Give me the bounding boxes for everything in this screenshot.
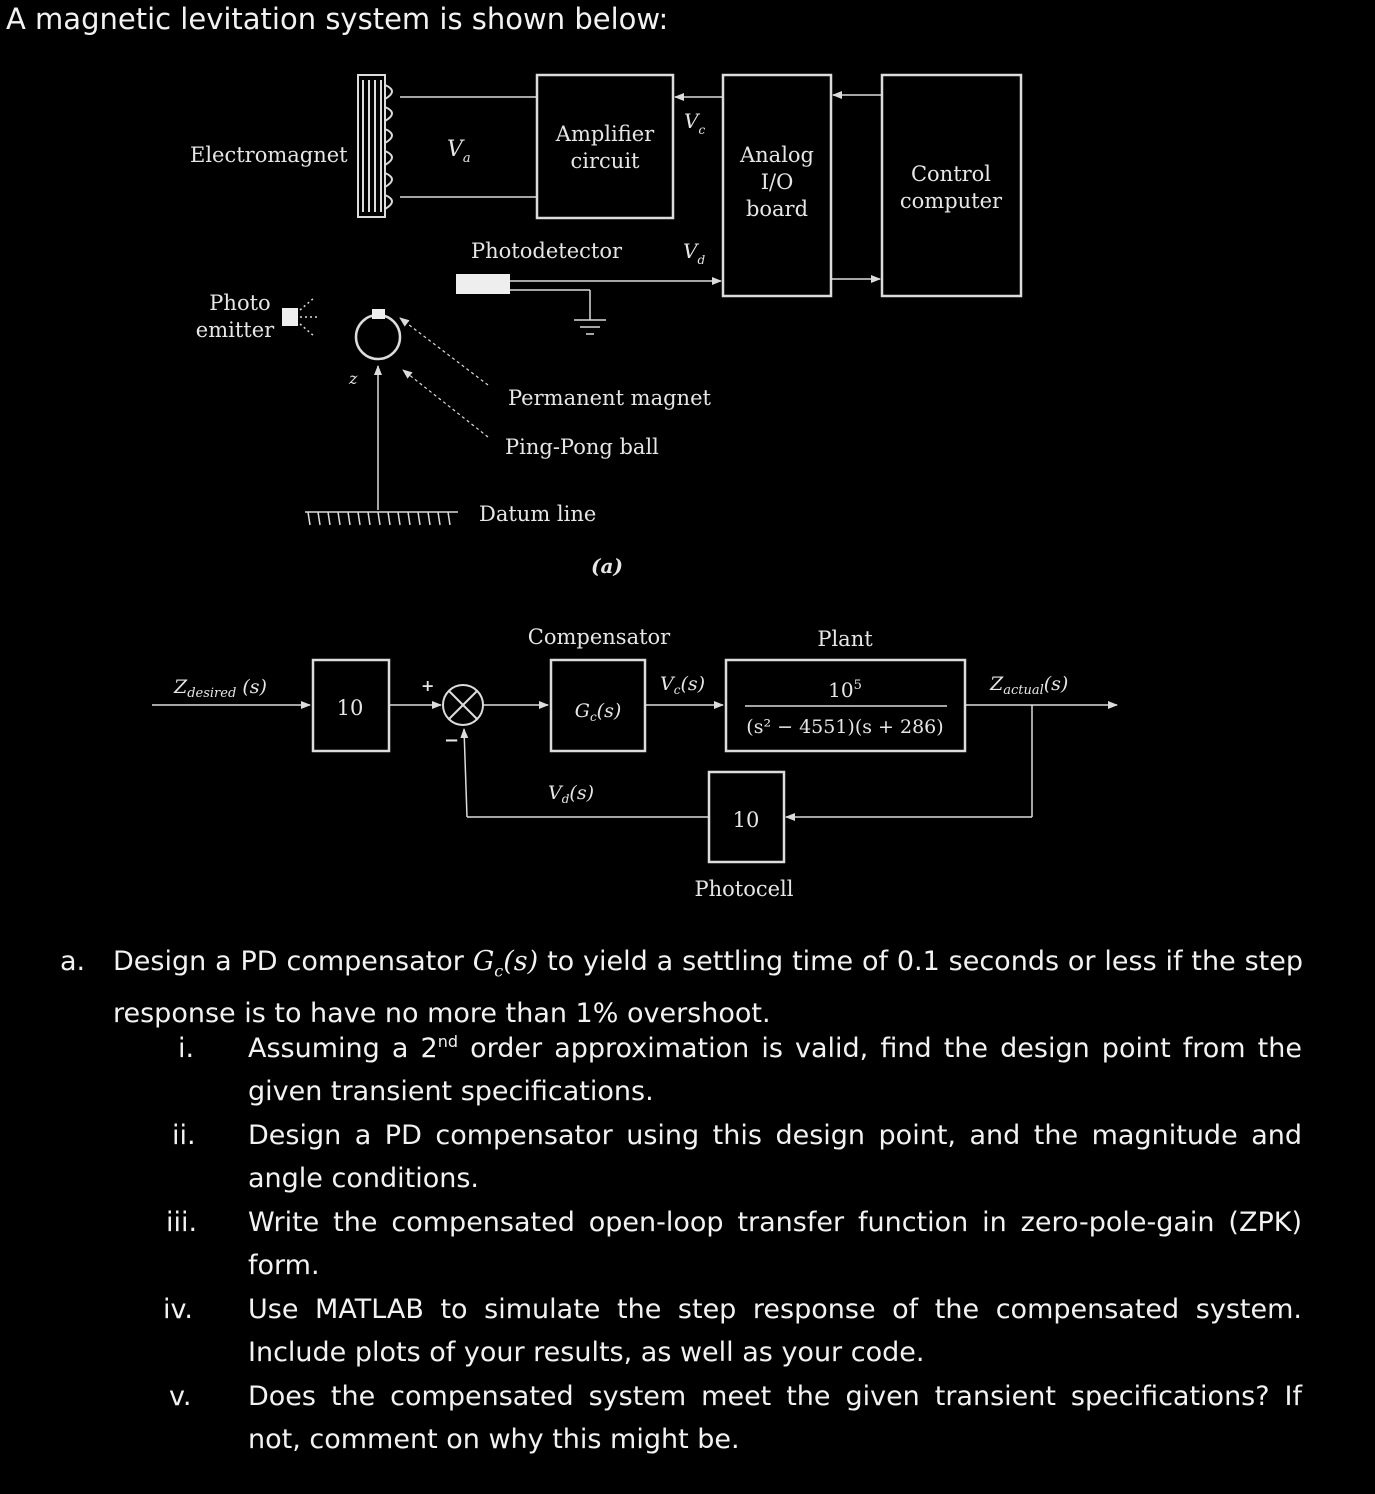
magnet-leader bbox=[399, 317, 489, 386]
item-i-text: Assuming a 2nd order approximation is va… bbox=[248, 1032, 1302, 1107]
ping-pong-label: Ping-Pong ball bbox=[505, 435, 659, 459]
question-a-text: Design a PD compensator Gc(s) to yield a… bbox=[113, 946, 1303, 1030]
item-ii-marker: ii. bbox=[172, 1120, 196, 1151]
ping-pong-ball bbox=[354, 309, 402, 361]
item-i-marker: i. bbox=[178, 1033, 195, 1064]
electromagnet-coil bbox=[357, 74, 393, 218]
analog-label-3: board bbox=[746, 197, 808, 221]
control-label-2: computer bbox=[900, 189, 1003, 213]
amplifier-block bbox=[535, 73, 675, 220]
electromagnet-label: Electromagnet bbox=[190, 143, 348, 167]
compensator-label: Gc(s) bbox=[575, 700, 622, 724]
input-label: Zdesired (s) bbox=[173, 676, 267, 701]
photodetector-label: Photodetector bbox=[471, 239, 623, 263]
photocell-gain: 10 bbox=[733, 808, 760, 832]
ground-symbol bbox=[510, 289, 606, 335]
analog-label-1: Analog bbox=[739, 143, 814, 167]
feedback-up-line bbox=[460, 728, 469, 818]
vc-signal-label: Vc(s) bbox=[660, 673, 705, 697]
question-a-marker: a. bbox=[60, 946, 86, 977]
va-label: Va bbox=[447, 137, 471, 166]
plant-title: Plant bbox=[817, 627, 873, 651]
sum-plus: + bbox=[421, 676, 434, 695]
amplifier-label-2: circuit bbox=[571, 149, 641, 173]
page-heading: A magnetic levitation system is shown be… bbox=[6, 2, 669, 36]
datum-ground bbox=[305, 511, 458, 526]
item-v-marker: v. bbox=[169, 1381, 192, 1412]
datum-label: Datum line bbox=[479, 502, 596, 526]
ball-leader bbox=[402, 369, 489, 438]
compensator-title: Compensator bbox=[528, 625, 671, 649]
sum-minus: − bbox=[444, 730, 459, 751]
plant-denominator: (s² − 4551)(s + 286) bbox=[746, 716, 943, 738]
control-computer-block bbox=[880, 73, 1023, 298]
vd-signal-label: Vd(s) bbox=[548, 782, 594, 806]
vd-label: Vd bbox=[683, 239, 705, 267]
control-label-1: Control bbox=[911, 162, 991, 186]
item-iii-marker: iii. bbox=[166, 1207, 198, 1238]
figure-caption: (a) bbox=[591, 554, 623, 578]
photocell-title: Photocell bbox=[694, 877, 793, 901]
analog-io-block bbox=[721, 73, 833, 298]
maglev-figure: Electromagnet Va Amplifier circuit Vc An… bbox=[152, 73, 1118, 901]
amplifier-label-1: Amplifier bbox=[555, 122, 655, 146]
block-diagram: Zdesired (s) 10 + − Compensator Gc(s) Vc… bbox=[152, 625, 1118, 901]
analog-label-2: I/O bbox=[761, 170, 794, 194]
item-iv-marker: iv. bbox=[163, 1294, 193, 1325]
output-label: Zactual(s) bbox=[989, 673, 1068, 698]
permanent-magnet-label: Permanent magnet bbox=[508, 386, 712, 410]
photodetector-sensor bbox=[456, 274, 510, 294]
photo-emitter-label-1: Photo bbox=[209, 291, 270, 315]
coil-wires bbox=[400, 96, 537, 198]
item-ii-text: Design a PD compensator using this desig… bbox=[248, 1120, 1302, 1194]
plant-numerator: 105 bbox=[828, 678, 862, 702]
item-iv-text: Use MATLAB to simulate the step response… bbox=[248, 1294, 1302, 1368]
vc-label: Vc bbox=[684, 109, 705, 137]
photo-emitter-label-2: emitter bbox=[196, 318, 275, 342]
summing-junction bbox=[442, 684, 484, 726]
item-v-text: Does the compensated system meet the giv… bbox=[248, 1381, 1302, 1455]
prefilter-gain: 10 bbox=[337, 696, 364, 720]
z-axis-label: z bbox=[348, 369, 358, 388]
item-iii-text: Write the compensated open-loop transfer… bbox=[248, 1207, 1302, 1281]
gc-symbol: Gc(s) bbox=[472, 946, 539, 981]
photo-emitter-icon bbox=[282, 297, 317, 337]
figure-a: Electromagnet Va Amplifier circuit Vc An… bbox=[190, 73, 1023, 578]
